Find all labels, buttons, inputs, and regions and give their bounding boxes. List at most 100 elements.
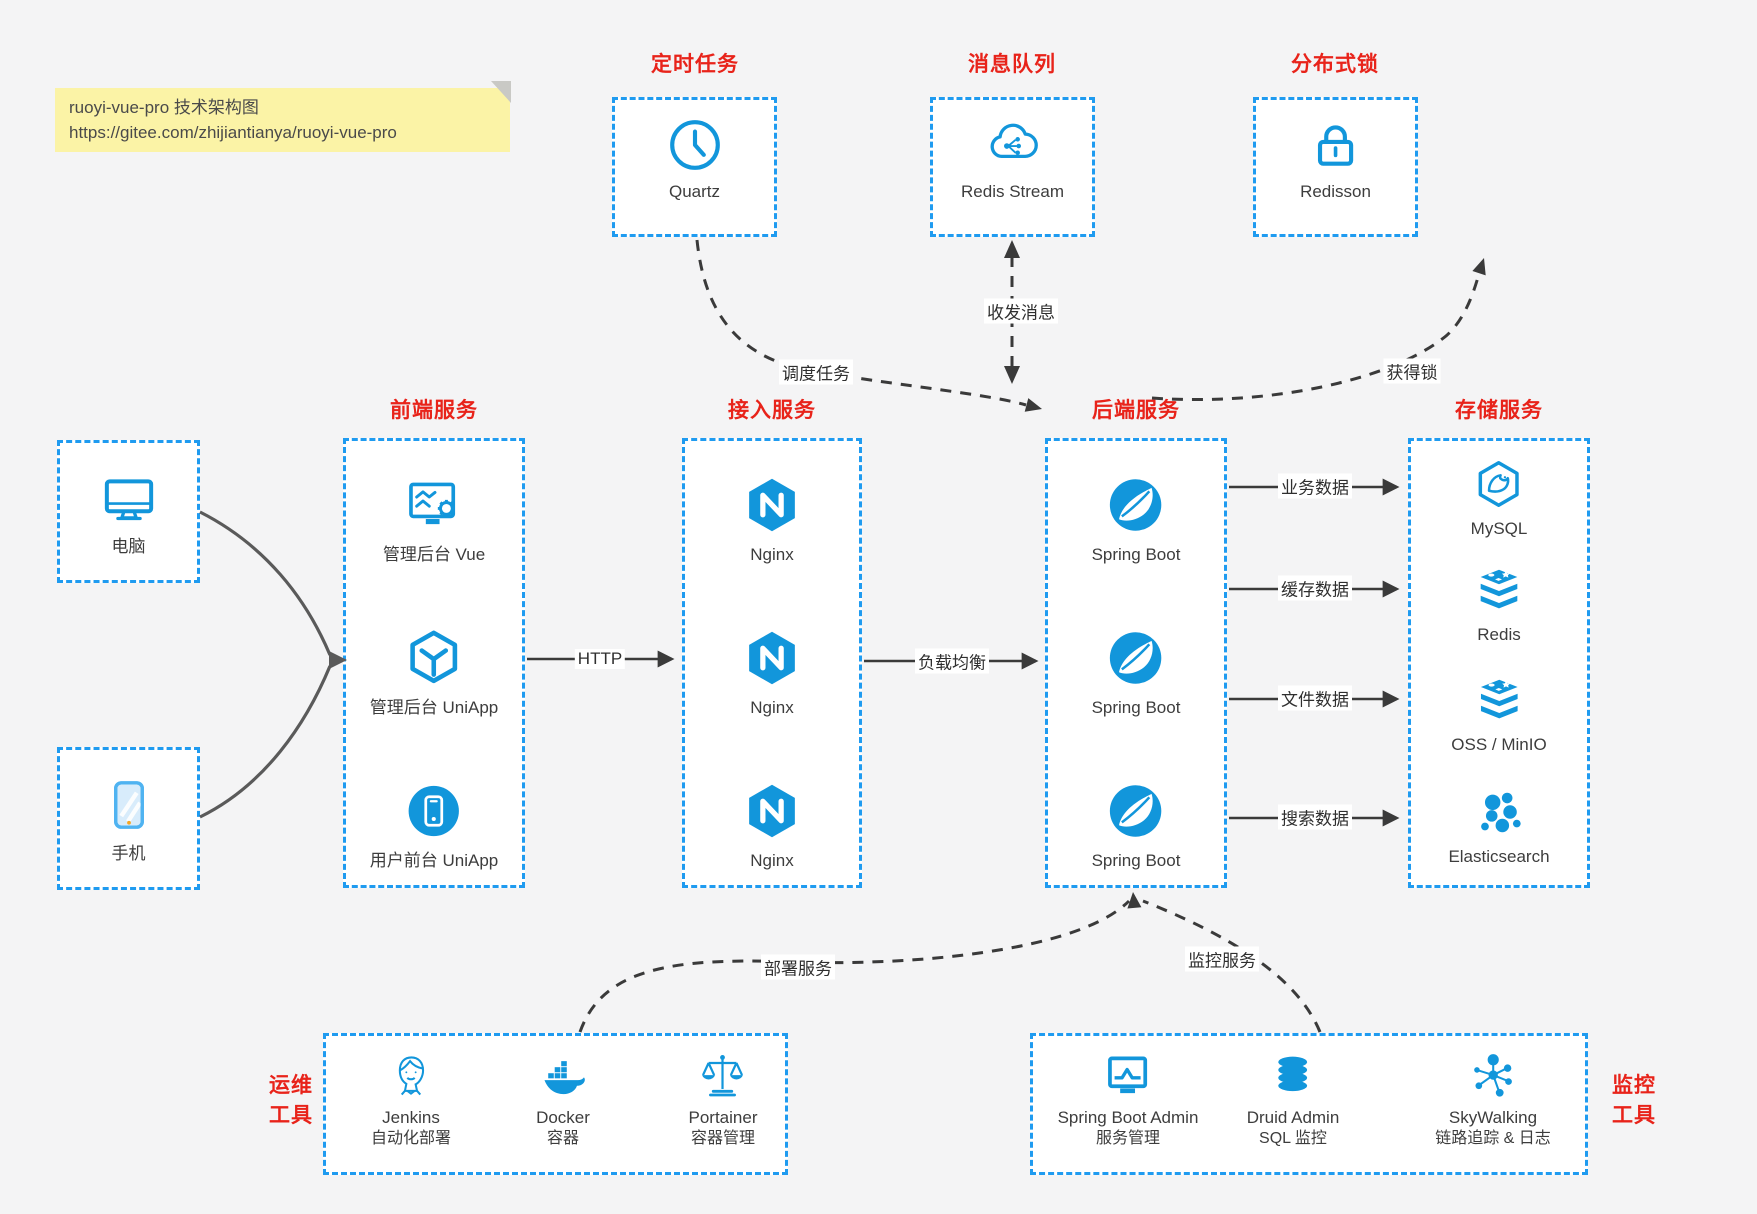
- portainer-icon: [697, 1050, 749, 1102]
- node-label: Redisson: [1300, 182, 1371, 201]
- storage-stack-icon: [1472, 673, 1526, 727]
- node-desc: 自动化部署: [370, 1130, 452, 1148]
- gateway-box: Nginx Nginx Nginx: [682, 438, 862, 888]
- spring-icon: [1104, 473, 1168, 537]
- group-title-message-queue: 消息队列: [968, 53, 1056, 76]
- pc-client-node: 电脑: [98, 467, 160, 557]
- spring-boot-node: Spring Boot: [1091, 779, 1181, 871]
- frontend-box: 管理后台 Vue 管理后台 UniApp 用户前台 UniApp: [343, 438, 525, 888]
- nginx-node: Nginx: [740, 779, 804, 871]
- lock-arrowhead: [1472, 258, 1486, 276]
- node-label: MySQL: [1470, 519, 1528, 538]
- node-label: Spring Boot: [1091, 545, 1181, 564]
- edge-label-http: HTTP: [574, 649, 626, 669]
- node-label: SkyWalking: [1448, 1108, 1538, 1127]
- node-label: Spring Boot: [1091, 851, 1181, 870]
- mysql-icon: [1472, 457, 1526, 511]
- group-title-storage: 存储服务: [1455, 399, 1543, 422]
- oss-minio-node: OSS / MinIO: [1451, 673, 1547, 755]
- ops-tools-box: Jenkins 自动化部署 Docker 容器 Portainer 容器管理: [323, 1033, 788, 1175]
- docker-icon: [537, 1050, 589, 1102]
- nginx-icon: [740, 779, 804, 843]
- pc-to-frontend-curve: [199, 510, 332, 656]
- node-label: OSS / MinIO: [1451, 735, 1547, 754]
- redis-node: Redis: [1472, 563, 1526, 645]
- druid-icon: [1267, 1050, 1319, 1102]
- node-label: Nginx: [750, 851, 794, 870]
- node-label: 手机: [111, 844, 146, 863]
- edge-label-message: 收发消息: [984, 298, 1058, 324]
- spring-boot-node: Spring Boot: [1091, 473, 1181, 565]
- node-desc: 服务管理: [1095, 1130, 1160, 1148]
- admin-vue-icon: [402, 473, 466, 537]
- group-title-scheduled-task: 定时任务: [651, 53, 739, 76]
- node-label: 用户前台 UniApp: [369, 851, 499, 870]
- druid-admin-node: Druid Admin SQL 监控: [1246, 1050, 1340, 1150]
- group-title-frontend: 前端服务: [390, 399, 478, 422]
- nginx-icon: [740, 473, 804, 537]
- spring-icon: [1104, 779, 1168, 843]
- sticky-note: ruoyi-vue-pro 技术架构图 https://gitee.com/zh…: [55, 81, 511, 152]
- mysql-node: MySQL: [1470, 457, 1528, 539]
- admin-vue-node: 管理后台 Vue: [383, 473, 485, 565]
- node-label: Redis: [1477, 625, 1521, 644]
- mobile-to-frontend-curve: [199, 665, 332, 819]
- mobile-client-node: 手机: [98, 774, 160, 864]
- redis-stream-box: Redis Stream: [930, 97, 1095, 237]
- skywalking-node: SkyWalking 链路追踪 & 日志: [1435, 1050, 1551, 1150]
- quartz-node: Quartz: [666, 116, 724, 202]
- lock-icon: [1307, 116, 1365, 174]
- ops-tools-label-line1: 运维: [269, 1074, 313, 1097]
- edge-label-cache-data: 缓存数据: [1278, 575, 1352, 601]
- pc-client-box: 电脑: [57, 440, 200, 583]
- deploy-curve: [578, 899, 1131, 1033]
- docker-node: Docker 容器: [536, 1050, 590, 1150]
- deploy-monitor-arrowhead: [1127, 892, 1142, 909]
- storage-box: MySQL Redis OSS / MinIO Elasticsearch: [1408, 438, 1590, 888]
- monitor-tools-label-line1: 监控: [1612, 1074, 1656, 1097]
- edge-label-lock: 获得锁: [1383, 358, 1441, 384]
- elasticsearch-icon: [1472, 785, 1526, 839]
- group-title-distributed-lock: 分布式锁: [1291, 53, 1379, 76]
- phone-icon: [98, 774, 160, 836]
- node-label: Quartz: [668, 182, 721, 201]
- cloud-stream-icon: [983, 116, 1041, 174]
- node-label: Nginx: [750, 698, 794, 717]
- message-up-arrowhead: [1004, 240, 1020, 258]
- node-label: Jenkins: [382, 1108, 440, 1127]
- node-label: Nginx: [750, 545, 794, 564]
- node-desc: 容器: [546, 1130, 580, 1148]
- monitor-tools-label: 监控 工具: [1612, 1071, 1692, 1131]
- node-label: Spring Boot Admin: [1057, 1108, 1199, 1127]
- node-desc: 容器管理: [690, 1130, 756, 1148]
- ops-tools-label: 运维 工具: [233, 1071, 313, 1131]
- jenkins-node: Jenkins 自动化部署: [371, 1050, 451, 1150]
- redis-stream-node: Redis Stream: [961, 116, 1064, 202]
- redisson-node: Redisson: [1300, 116, 1371, 202]
- node-label: 管理后台 UniApp: [369, 698, 499, 717]
- group-title-backend: 后端服务: [1092, 399, 1180, 422]
- nginx-node: Nginx: [740, 473, 804, 565]
- message-down-arrowhead: [1004, 366, 1020, 384]
- boot-admin-icon: [1102, 1050, 1154, 1102]
- admin-uniapp-node: 管理后台 UniApp: [370, 626, 498, 718]
- portainer-node: Portainer 容器管理: [689, 1050, 757, 1150]
- schedule-arrowhead: [1024, 398, 1042, 412]
- edge-label-deploy: 部署服务: [761, 954, 835, 980]
- desktop-icon: [98, 467, 160, 529]
- elasticsearch-node: Elasticsearch: [1448, 785, 1550, 867]
- monitor-tools-box: Spring Boot Admin 服务管理 Druid Admin SQL 监…: [1030, 1033, 1588, 1175]
- node-label: Elasticsearch: [1448, 847, 1550, 866]
- node-label: Druid Admin: [1246, 1108, 1340, 1127]
- edge-label-business-data: 业务数据: [1278, 473, 1352, 499]
- redis-stack-icon: [1472, 563, 1526, 617]
- note-url: https://gitee.com/zhijiantianya/ruoyi-vu…: [69, 123, 397, 142]
- backend-box: Spring Boot Spring Boot Spring Boot: [1045, 438, 1227, 888]
- edge-label-file-data: 文件数据: [1278, 685, 1352, 711]
- monitor-tools-label-line2: 工具: [1612, 1104, 1656, 1127]
- spring-boot-node: Spring Boot: [1092, 626, 1180, 718]
- node-label: Redis Stream: [961, 182, 1064, 201]
- note-title: ruoyi-vue-pro 技术架构图: [69, 98, 259, 117]
- uniapp-cube-icon: [402, 626, 466, 690]
